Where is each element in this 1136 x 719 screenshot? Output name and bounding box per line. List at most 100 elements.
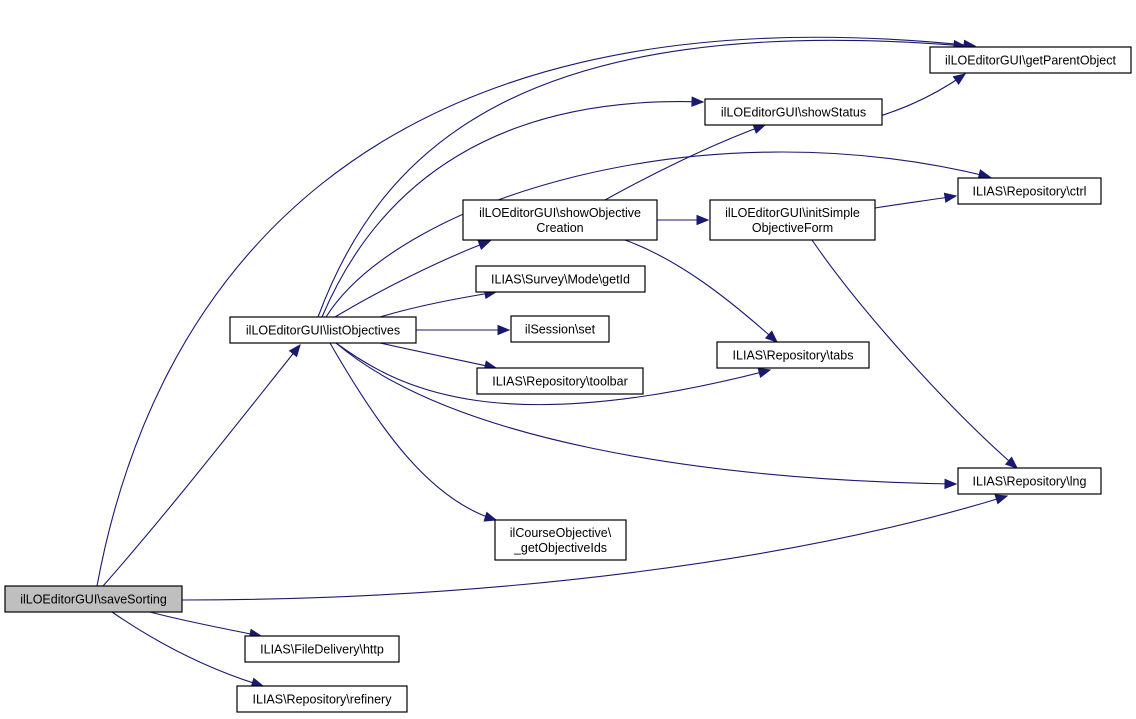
node-label: ILIAS\FileDelivery\http [260,643,384,657]
edge-line [335,342,957,485]
arrowhead-icon [994,494,1009,505]
node-label: ILIAS\Survey\Mode\getId [491,273,630,287]
nodes-layer: ilLOEditorGUI\saveSorting ilLOEditorGUI\l… [4,46,1132,713]
edge-listObjectives-to-ctrl [325,151,992,318]
node-label: ObjectiveForm [752,221,833,235]
edge-line [874,195,957,209]
node-box[interactable] [244,635,400,663]
edge-showObjectiveCreation-to-initSimpleObjectiveForm [657,214,710,226]
edge-line [321,101,704,318]
edge-line [604,124,766,201]
edge-line [102,344,301,587]
node-box[interactable] [704,98,883,126]
edge-line [334,240,491,318]
node-label: Creation [536,221,583,235]
node-listObjectives[interactable]: ilLOEditorGUI\listObjectives [229,316,417,344]
node-box[interactable] [716,341,870,369]
edge-saveSorting-to-refinery [111,611,265,688]
edge-saveSorting-to-listObjectives [102,343,301,587]
node-showStatus[interactable]: ilLOEditorGUI\showStatus [704,98,883,126]
node-label: ilSession\set [525,323,596,337]
edge-listObjectives-to-getObjectiveIds [329,342,498,522]
edge-line [317,39,966,318]
node-label: ilLOEditorGUI\listObjectives [246,324,400,338]
edge-saveSorting-to-http [149,611,263,639]
node-label: ilLOEditorGUI\showStatus [721,106,866,120]
node-label: _getObjectiveIds [513,541,607,555]
arrowhead-icon [483,511,498,522]
node-box[interactable] [4,585,183,613]
node-box[interactable] [957,467,1102,495]
node-label: ilLOEditorGUI\showObjective [479,206,641,220]
node-box[interactable] [929,46,1132,74]
node-lng[interactable]: ILIAS\Repository\lng [957,467,1102,495]
arrowhead-icon [943,192,958,203]
node-box[interactable] [476,367,644,395]
node-box[interactable] [709,199,876,241]
edge-line [111,611,264,687]
node-label: ilCourseObjective\ [510,526,612,540]
edge-listObjectives-to-getId [379,288,498,318]
arrowhead-icon [288,343,301,358]
arrowhead-icon [757,367,772,378]
node-getObjectiveIds[interactable]: ilCourseObjective\_getObjectiveIds [494,519,627,561]
arrowhead-icon [752,124,767,134]
edge-listObjectives-to-showStatus [321,96,705,318]
node-getParentObject[interactable]: ilLOEditorGUI\getParentObject [929,46,1132,74]
node-label: ILIAS\Repository\refinery [253,693,393,707]
arrowhead-icon [497,324,511,336]
node-toolbar[interactable]: ILIAS\Repository\toolbar [476,367,644,395]
node-label: ILIAS\Repository\ctrl [973,185,1087,199]
node-label: ilLOEditorGUI\saveSorting [20,593,167,607]
edge-line [379,291,497,318]
node-label: ILIAS\Repository\toolbar [492,375,628,389]
node-box[interactable] [462,199,658,241]
node-box[interactable] [957,177,1102,205]
arrowhead-icon [477,240,492,250]
edge-listObjectives-to-tabs [335,342,772,406]
edge-line [149,611,262,637]
node-label: ilLOEditorGUI\getParentObject [945,54,1116,68]
edge-saveSorting-to-lng [181,494,1009,601]
node-ctrl[interactable]: ILIAS\Repository\ctrl [957,177,1102,205]
arrowhead-icon [944,478,958,490]
node-tabs[interactable]: ILIAS\Repository\tabs [716,341,870,369]
node-box[interactable] [229,316,417,344]
node-sessionSet[interactable]: ilSession\set [510,315,610,343]
edges-layer [96,36,1018,688]
edge-listObjectives-to-sessionSet [416,324,511,336]
node-label: ilLOEditorGUI\initSimple [725,206,860,220]
node-box[interactable] [494,519,627,561]
node-refinery[interactable]: ILIAS\Repository\refinery [236,685,408,713]
edge-listObjectives-to-lng [335,342,958,490]
edge-line [96,36,976,587]
arrowhead-icon [691,96,705,107]
arrowhead-icon [952,73,967,85]
edge-line [181,495,1008,601]
edge-line [624,239,778,343]
edge-showObjectiveCreation-to-showStatus [604,124,767,201]
edge-line [325,151,991,318]
node-box[interactable] [236,685,408,713]
arrowhead-icon [696,214,710,226]
edge-line [329,342,497,521]
edge-line [811,239,1018,469]
edge-listObjectives-to-showObjectiveCreation [334,240,492,318]
node-box[interactable] [510,315,610,343]
arrowhead-icon [1004,456,1018,469]
node-label: ILIAS\Repository\tabs [733,349,854,363]
edge-initSimpleObjectiveForm-to-ctrl [874,192,958,209]
node-getId[interactable]: ILIAS\Survey\Mode\getId [475,265,646,293]
edge-initSimpleObjectiveForm-to-lng [811,239,1018,469]
edge-listObjectives-to-toolbar [379,342,498,371]
node-label: ILIAS\Repository\lng [973,475,1087,489]
node-saveSorting[interactable]: ilLOEditorGUI\saveSorting [4,585,183,613]
arrowhead-icon [764,330,778,343]
node-box[interactable] [475,265,646,293]
edge-showObjectiveCreation-to-tabs [624,239,778,343]
edge-line [335,342,771,406]
node-http[interactable]: ILIAS\FileDelivery\http [244,635,400,663]
